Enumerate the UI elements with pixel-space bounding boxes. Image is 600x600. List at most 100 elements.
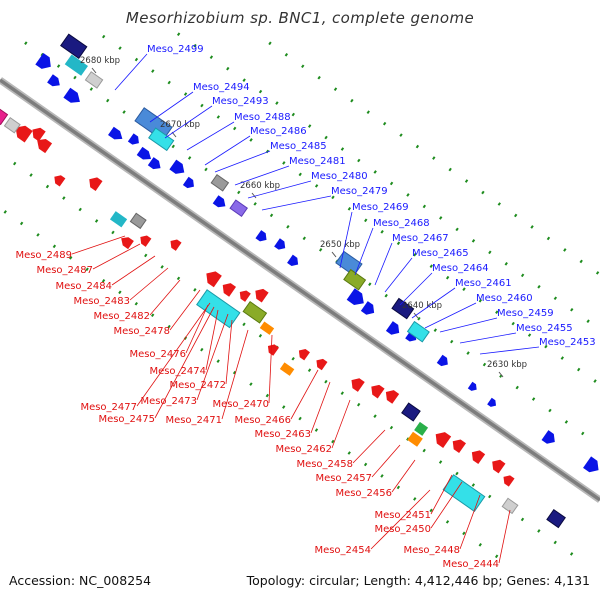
forward-gene-label[interactable]: Meso_2485 [270, 141, 327, 152]
reverse-gene-label[interactable]: Meso_2476 [129, 349, 186, 360]
reverse-gene-label[interactable]: Meso_2456 [335, 488, 392, 499]
reverse-gene-label[interactable]: Meso_2450 [374, 524, 431, 535]
forward-gene-arrow[interactable] [47, 74, 63, 89]
reverse-gene-arrow[interactable] [382, 387, 400, 404]
reverse-gene-label[interactable]: Meso_2475 [98, 414, 155, 425]
feature-box-green[interactable] [414, 421, 429, 436]
reverse-gene-label[interactable]: Meso_2478 [113, 326, 170, 337]
forward-gene-label[interactable]: Meso_2486 [250, 126, 307, 137]
reverse-gene-arrow[interactable] [432, 428, 452, 448]
feature-box-orange[interactable] [259, 321, 275, 335]
forward-gene-label[interactable]: Meso_2480 [311, 171, 368, 182]
forward-gene-label[interactable]: Meso_2460 [476, 293, 533, 304]
reverse-gene-label[interactable]: Meso_2470 [212, 399, 269, 410]
feature-box-cyan[interactable] [64, 54, 89, 76]
forward-gene-arrow[interactable] [108, 126, 125, 143]
forward-gene-arrow[interactable] [436, 354, 451, 369]
forward-gene-arrow[interactable] [127, 133, 142, 147]
reverse-gene-label[interactable]: Meso_2483 [73, 296, 130, 307]
reverse-gene-arrow[interactable] [86, 174, 103, 191]
forward-gene-arrow[interactable] [255, 230, 269, 244]
feature-box-olive[interactable] [242, 300, 268, 324]
feature-box-olive[interactable] [343, 268, 367, 291]
forward-gene-label[interactable]: Meso_2493 [212, 96, 269, 107]
forward-gene-label[interactable]: Meso_2461 [455, 278, 512, 289]
forward-gene-arrow[interactable] [212, 195, 229, 210]
reverse-gene-label[interactable]: Meso_2484 [55, 281, 112, 292]
reverse-gene-arrow[interactable] [296, 346, 310, 361]
reverse-gene-arrow[interactable] [501, 473, 515, 487]
forward-gene-label[interactable]: Meso_2488 [234, 112, 291, 123]
reverse-gene-label[interactable]: Meso_2458 [296, 459, 353, 470]
feature-box-grey[interactable] [501, 497, 519, 515]
forward-gene-label[interactable]: Meso_2455 [516, 323, 573, 334]
forward-gene-label[interactable]: Meso_2469 [352, 202, 409, 213]
forward-gene-label[interactable]: Meso_2499 [147, 44, 204, 55]
forward-gene-label[interactable]: Meso_2494 [193, 82, 250, 93]
forward-gene-arrow[interactable] [487, 397, 498, 409]
feature-box-blue[interactable] [134, 107, 173, 142]
reverse-gene-label[interactable]: Meso_2474 [149, 366, 206, 377]
forward-gene-arrow[interactable] [360, 301, 378, 318]
reverse-gene-arrow[interactable] [118, 234, 134, 250]
reverse-gene-arrow[interactable] [468, 447, 486, 465]
forward-gene-label[interactable]: Meso_2465 [412, 248, 469, 259]
feature-box-cyan[interactable] [406, 320, 430, 343]
reverse-gene-arrow[interactable] [449, 436, 466, 454]
reverse-gene-arrow[interactable] [252, 286, 269, 303]
forward-gene-arrow[interactable] [169, 159, 187, 178]
reverse-gene-arrow[interactable] [489, 457, 506, 474]
forward-gene-arrow[interactable] [182, 176, 197, 191]
reverse-gene-label[interactable]: Meso_2454 [314, 545, 371, 556]
feature-box-cyan[interactable] [196, 289, 241, 329]
reverse-gene-label[interactable]: Meso_2473 [140, 396, 197, 407]
forward-gene-arrow[interactable] [346, 288, 368, 309]
reverse-gene-label[interactable]: Meso_2472 [169, 380, 226, 391]
forward-gene-arrow[interactable] [287, 254, 301, 269]
feature-box-grey[interactable] [3, 116, 21, 134]
feature-box-navy[interactable] [60, 33, 88, 59]
reverse-gene-label[interactable]: Meso_2463 [254, 429, 311, 440]
feature-box-navy[interactable] [391, 297, 415, 320]
feature-box-navy[interactable] [401, 402, 421, 422]
reverse-gene-arrow[interactable] [348, 375, 365, 392]
feature-box-magenta[interactable] [0, 105, 9, 126]
reverse-gene-arrow[interactable] [51, 173, 66, 187]
forward-gene-label[interactable]: Meso_2464 [432, 263, 489, 274]
reverse-gene-arrow[interactable] [314, 356, 328, 371]
forward-gene-arrow[interactable] [63, 87, 83, 107]
feature-box-grey[interactable] [84, 71, 104, 89]
reverse-gene-label[interactable]: Meso_2462 [275, 444, 332, 455]
forward-gene-arrow[interactable] [274, 238, 288, 252]
reverse-gene-label[interactable]: Meso_2489 [15, 250, 72, 261]
feature-box-cyan[interactable] [148, 127, 175, 152]
feature-box-cyan[interactable] [109, 211, 128, 228]
reverse-gene-arrow[interactable] [202, 268, 222, 288]
reverse-gene-label[interactable]: Meso_2444 [442, 559, 499, 570]
forward-gene-arrow[interactable] [385, 321, 403, 338]
reverse-gene-label[interactable]: Meso_2457 [315, 473, 372, 484]
forward-gene-arrow[interactable] [35, 52, 54, 72]
reverse-gene-label[interactable]: Meso_2471 [165, 415, 222, 426]
reverse-gene-arrow[interactable] [237, 288, 251, 302]
reverse-gene-arrow[interactable] [137, 233, 152, 247]
reverse-gene-arrow[interactable] [29, 125, 46, 142]
forward-gene-label[interactable]: Meso_2479 [331, 186, 388, 197]
forward-gene-arrow[interactable] [467, 381, 479, 393]
feature-box-orange[interactable] [279, 362, 295, 376]
feature-box-grey[interactable] [129, 212, 147, 230]
forward-gene-arrow[interactable] [583, 456, 600, 475]
forward-gene-label[interactable]: Meso_2453 [539, 337, 596, 348]
reverse-gene-label[interactable]: Meso_2487 [36, 265, 93, 276]
feature-box-purple[interactable] [229, 199, 248, 218]
reverse-gene-arrow[interactable] [168, 237, 182, 251]
reverse-gene-arrow[interactable] [12, 122, 33, 143]
forward-gene-label[interactable]: Meso_2481 [289, 156, 346, 167]
reverse-gene-label[interactable]: Meso_2451 [374, 510, 431, 521]
feature-box-navy[interactable] [546, 508, 566, 529]
feature-box-grey[interactable] [210, 173, 230, 192]
reverse-gene-label[interactable]: Meso_2482 [93, 311, 150, 322]
reverse-gene-arrow[interactable] [219, 280, 237, 297]
feature-box-orange[interactable] [407, 431, 423, 447]
